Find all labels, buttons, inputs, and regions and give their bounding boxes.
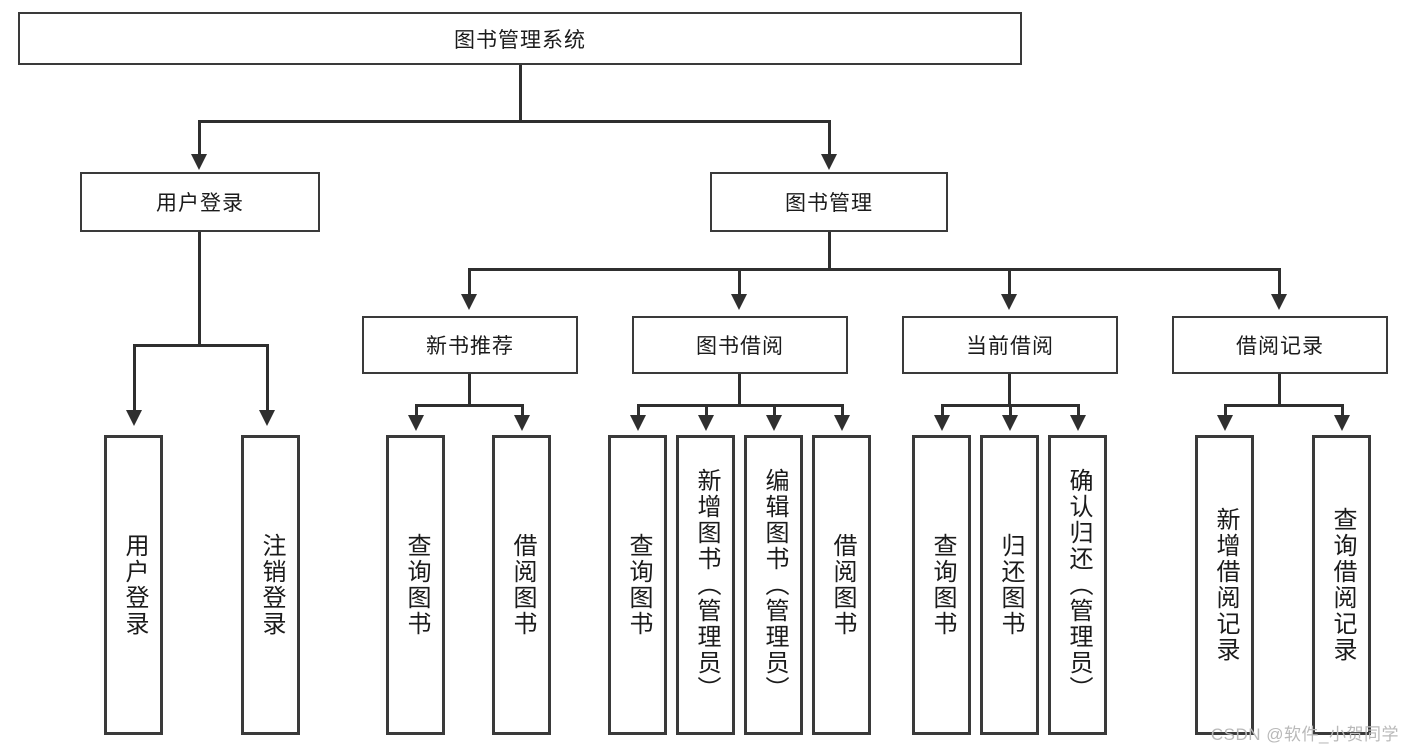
leaf-label: 借阅图书 (828, 533, 856, 637)
arrowhead-leaf-confirm-return (1070, 415, 1086, 431)
leaf-label: 新增图书（管理员） (692, 468, 720, 702)
node-label: 新书推荐 (426, 335, 514, 358)
connector-book-manage-stem (828, 232, 831, 270)
connector-bookborrow-child3 (773, 404, 776, 420)
leaf-logout[interactable]: 注销登录 (241, 435, 300, 735)
leaf-borrow-book-newbook[interactable]: 借阅图书 (492, 435, 551, 735)
connector-borrowrecord-child2 (1341, 404, 1344, 420)
leaf-borrow-book-bookborrow[interactable]: 借阅图书 (812, 435, 871, 735)
leaf-label: 归还图书 (996, 533, 1024, 637)
arrowhead-leaf-user-login (126, 410, 142, 426)
connector-bookborrow-child2 (705, 404, 708, 420)
leaf-label: 注销登录 (257, 533, 285, 637)
node-label: 图书管理系统 (454, 28, 586, 52)
leaf-edit-book-admin[interactable]: 编辑图书（管理员） (744, 435, 803, 735)
connector-current-borrow-stem (1008, 374, 1011, 406)
connector-bookborrow-child4 (841, 404, 844, 420)
connector-new-book-bus (415, 404, 522, 407)
connector-root-to-user-login (198, 120, 201, 156)
leaf-label: 用户登录 (120, 533, 148, 637)
arrowhead-book-borrow (731, 294, 747, 310)
leaf-label: 借阅图书 (508, 533, 536, 637)
connector-root-to-book-manage (828, 120, 831, 156)
arrowhead-current-borrow (1001, 294, 1017, 310)
leaf-query-book-bookborrow[interactable]: 查询图书 (608, 435, 667, 735)
connector-book-manage-bus (468, 268, 1278, 271)
connector-bm-to-current-borrow (1008, 268, 1011, 296)
node-label: 当前借阅 (966, 335, 1054, 358)
arrowhead-leaf-logout (259, 410, 275, 426)
csdn-watermark: CSDN @软件_小贺同学 (1210, 725, 1399, 744)
node-label: 用户登录 (156, 192, 244, 215)
leaf-label: 查询图书 (402, 533, 430, 637)
arrowhead-leaf-edit-book (766, 415, 782, 431)
leaf-label: 确认归还（管理员） (1064, 468, 1092, 702)
node-label: 图书管理 (785, 192, 873, 215)
arrowhead-new-book (461, 294, 477, 310)
arrowhead-book-manage (821, 154, 837, 170)
arrowhead-leaf-query-book-2 (630, 415, 646, 431)
leaf-label: 查询图书 (928, 533, 956, 637)
connector-bm-to-new-book (468, 268, 471, 296)
leaf-add-book-admin[interactable]: 新增图书（管理员） (676, 435, 735, 735)
connector-book-borrow-bus (637, 404, 842, 407)
node-borrow-record[interactable]: 借阅记录 (1172, 316, 1388, 374)
connector-new-book-stem (468, 374, 471, 406)
node-new-book[interactable]: 新书推荐 (362, 316, 578, 374)
arrowhead-leaf-query-book-3 (934, 415, 950, 431)
connector-borrow-record-stem (1278, 374, 1281, 406)
connector-root-stem (519, 65, 522, 120)
connector-bookborrow-child1 (637, 404, 640, 420)
connector-root-bus (198, 120, 830, 123)
arrowhead-leaf-query-book-1 (408, 415, 424, 431)
node-book-manage[interactable]: 图书管理 (710, 172, 948, 232)
connector-userlogin-child2 (266, 344, 269, 412)
connector-userlogin-child1 (133, 344, 136, 412)
leaf-add-borrow-record[interactable]: 新增借阅记录 (1195, 435, 1254, 735)
node-label: 借阅记录 (1236, 335, 1324, 358)
arrowhead-user-login (191, 154, 207, 170)
connector-bm-to-borrow-record (1278, 268, 1281, 296)
leaf-confirm-return-admin[interactable]: 确认归还（管理员） (1048, 435, 1107, 735)
connector-book-borrow-stem (738, 374, 741, 406)
arrowhead-borrow-record (1271, 294, 1287, 310)
leaf-label: 新增借阅记录 (1211, 507, 1239, 663)
arrowhead-leaf-return-book (1002, 415, 1018, 431)
arrowhead-leaf-add-book (698, 415, 714, 431)
leaf-user-login[interactable]: 用户登录 (104, 435, 163, 735)
connector-bm-to-book-borrow (738, 268, 741, 296)
connector-borrow-record-bus (1224, 404, 1342, 407)
leaf-label: 查询图书 (624, 533, 652, 637)
connector-user-login-stem (198, 232, 201, 346)
connector-currentborrow-child3 (1077, 404, 1080, 420)
arrowhead-leaf-borrow-book-1 (514, 415, 530, 431)
connector-currentborrow-child2 (1009, 404, 1012, 420)
leaf-return-book[interactable]: 归还图书 (980, 435, 1039, 735)
arrowhead-leaf-borrow-book-2 (834, 415, 850, 431)
node-book-borrow[interactable]: 图书借阅 (632, 316, 848, 374)
connector-newbook-child1 (415, 404, 418, 420)
arrowhead-leaf-query-record (1334, 415, 1350, 431)
connector-borrowrecord-child1 (1224, 404, 1227, 420)
leaf-query-book-currentborrow[interactable]: 查询图书 (912, 435, 971, 735)
connector-newbook-child2 (521, 404, 524, 420)
leaf-query-borrow-record[interactable]: 查询借阅记录 (1312, 435, 1371, 735)
node-label: 图书借阅 (696, 335, 784, 358)
connector-currentborrow-child1 (941, 404, 944, 420)
connector-user-login-bus (133, 344, 266, 347)
leaf-query-book-newbook[interactable]: 查询图书 (386, 435, 445, 735)
leaf-label: 查询借阅记录 (1328, 507, 1356, 663)
arrowhead-leaf-add-record (1217, 415, 1233, 431)
leaf-label: 编辑图书（管理员） (760, 468, 788, 702)
node-current-borrow[interactable]: 当前借阅 (902, 316, 1118, 374)
node-user-login[interactable]: 用户登录 (80, 172, 320, 232)
node-root-system[interactable]: 图书管理系统 (18, 12, 1022, 65)
